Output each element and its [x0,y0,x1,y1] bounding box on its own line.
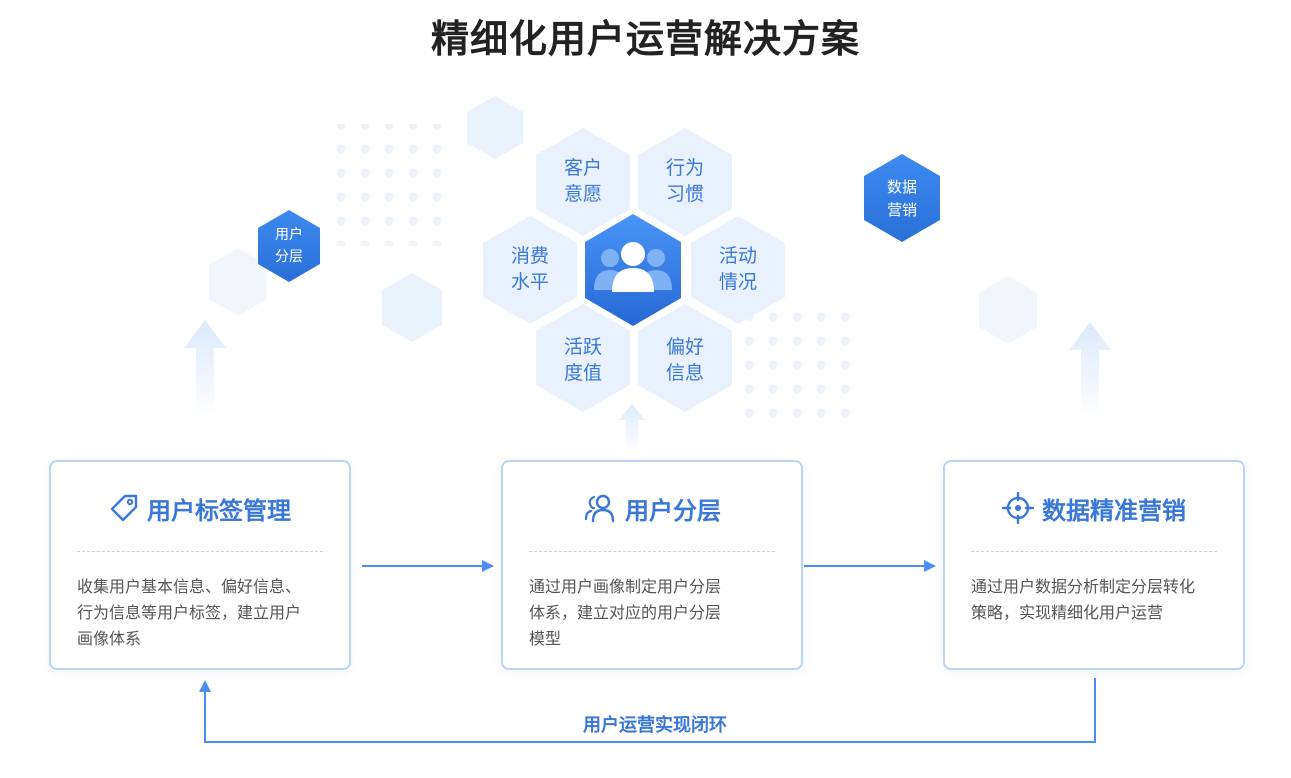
hexagon-behavior-habit: 行为 习惯 [638,128,732,236]
card-description-line: 通过用户画像制定用户分层 [529,577,722,596]
hexagon-label: 客户 [564,157,602,179]
dot-grid-right [740,300,862,422]
decor-hexagon [382,273,442,342]
hexagon-label: 行为 [666,157,704,179]
target-icon [1002,492,1034,524]
hexagon-label: 活跃 [564,336,602,358]
hexagon-label: 意愿 [564,183,602,205]
hexagon-label: 习惯 [666,183,704,205]
card-description-line: 通过用户数据分析制定分层转化 [971,577,1196,596]
hexagon-label: 分层 [275,249,303,265]
user-group-icon [594,242,672,292]
decor-arrow-right [1069,322,1111,420]
card-description-line: 模型 [529,629,562,648]
card-title: 用户分层 [625,496,721,525]
hexagon-user-layer: 用户 分层 [258,210,320,282]
hexagon-label: 水平 [511,271,549,293]
card-description-line: 画像体系 [77,629,142,648]
card-divider [529,551,775,552]
hexagon-label: 用户 [275,226,303,243]
hexagon-label: 度值 [564,362,602,384]
card-precision-marketing: 数据精准营销 通过用户数据分析制定分层转化 策略，实现精细化用户运营 [943,460,1245,670]
card-header: 数据精准营销 [945,488,1243,528]
card-title: 数据精准营销 [1042,496,1186,525]
hexagon-center-user [585,214,681,326]
card-description: 通过用户数据分析制定分层转化 策略，实现精细化用户运营 [971,574,1225,626]
card-description-line: 策略，实现精细化用户运营 [971,603,1164,622]
hexagon-label: 营销 [887,201,917,219]
card-description: 收集用户基本信息、偏好信息、 行为信息等用户标签，建立用户 画像体系 [77,574,331,652]
card-user-tag-management: 用户标签管理 收集用户基本信息、偏好信息、 行为信息等用户标签，建立用户 画像体… [49,460,351,670]
card-user-layering: 用户分层 通过用户画像制定用户分层 体系，建立对应的用户分层 模型 [501,460,803,670]
card-divider [77,551,323,552]
hexagon-consumption-level: 消费 水平 [483,216,577,324]
card-header: 用户分层 [503,488,801,528]
card-header: 用户标签管理 [51,488,349,528]
dot-grid-left [326,124,448,246]
card-description-line: 体系，建立对应的用户分层 [529,603,722,622]
tag-icon [110,494,138,522]
hexagon-customer-intent: 客户 意愿 [536,128,630,236]
card-divider [971,551,1217,552]
hexagon-label: 数据 [887,178,917,196]
decor-arrow-center [619,404,645,452]
card-description: 通过用户画像制定用户分层 体系，建立对应的用户分层 模型 [529,574,783,652]
loop-label: 用户运营实现闭环 [583,715,727,736]
page-title: 精细化用户运营解决方案 [430,17,860,61]
hexagon-label: 偏好 [666,336,704,358]
decor-arrow-left [184,320,226,420]
decor-hexagon [467,96,523,159]
hexagon-activeness: 活跃 度值 [536,304,630,412]
arrow-card2-to-card3 [804,560,936,572]
decor-hexagon [209,248,267,316]
arrow-card1-to-card2 [362,560,494,572]
hexagon-label: 活动 [719,245,757,267]
hexagon-data-marketing: 数据 营销 [864,154,940,242]
hexagon-activity-status: 活动 情况 [691,216,785,324]
card-description-line: 收集用户基本信息、偏好信息、 [77,577,302,596]
card-description-line: 行为信息等用户标签，建立用户 [77,603,302,622]
hexagon-label: 消费 [511,245,549,267]
hexagon-label: 情况 [719,271,757,293]
decor-hexagon [979,276,1037,344]
hexagon-label: 信息 [666,362,704,384]
users-icon [584,494,615,523]
hexagon-preference-info: 偏好 信息 [638,304,732,412]
loop-back-arrow [199,678,1096,743]
card-title: 用户标签管理 [147,496,291,525]
